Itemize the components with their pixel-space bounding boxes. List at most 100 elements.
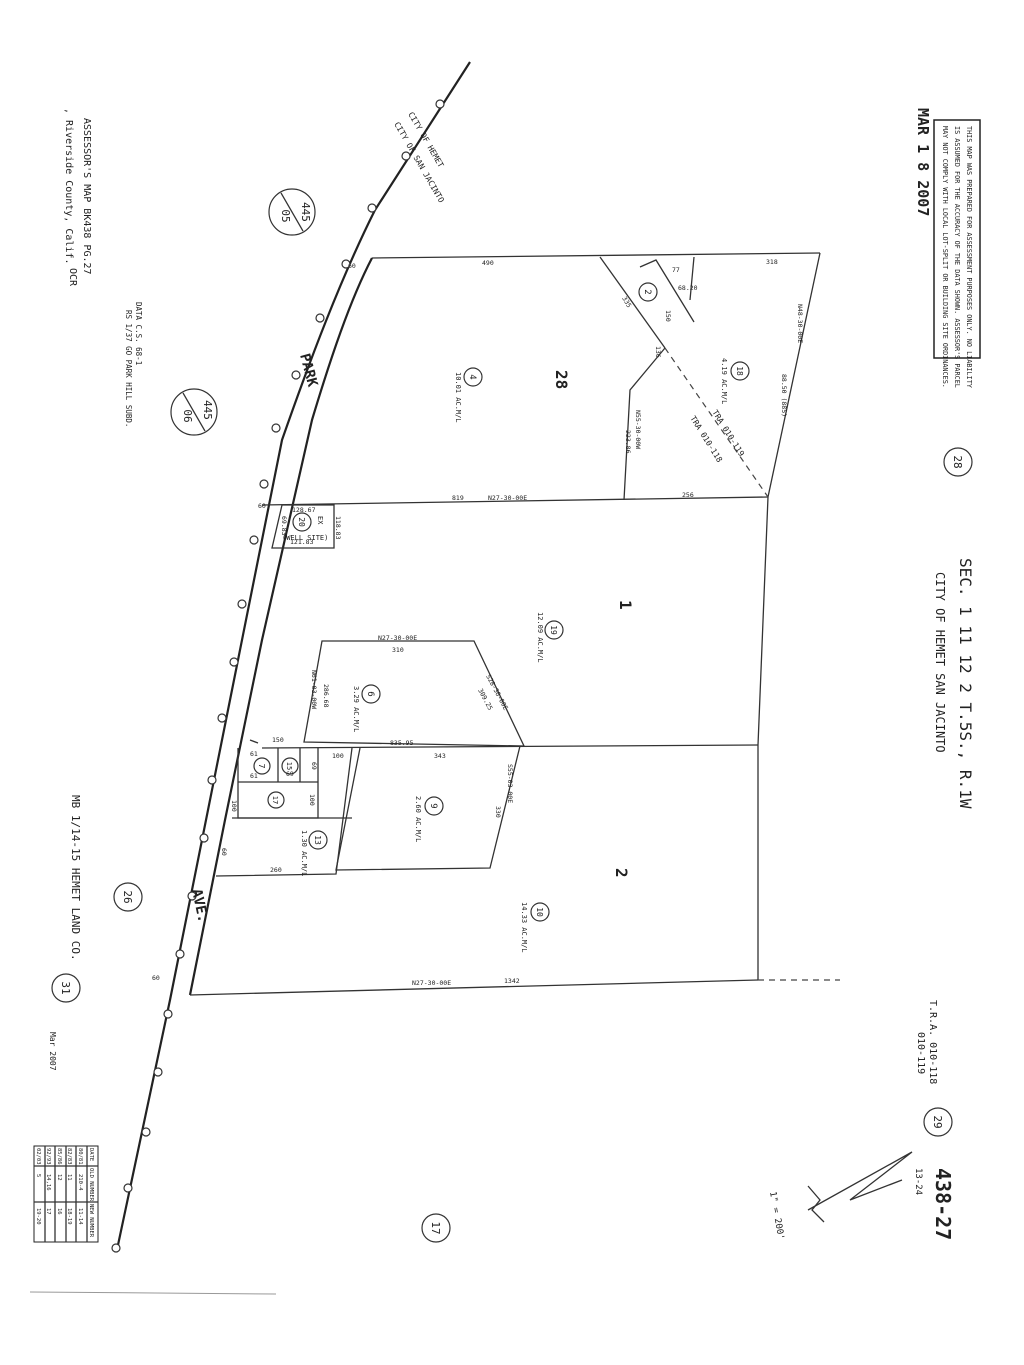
svg-text:9: 9 <box>428 803 438 808</box>
notice-line-2: IS ASSUMED FOR THE ACCURACY OF THE DATA … <box>953 126 961 388</box>
adjacent-circle-28: 28 <box>943 447 973 477</box>
north-arrow-icon <box>807 1151 913 1223</box>
svg-text:19: 19 <box>549 625 558 635</box>
svg-text:150: 150 <box>664 310 672 322</box>
adjacent-map-445-05: 445 05 <box>268 188 316 236</box>
table-cell: 14,16 <box>45 1174 51 1191</box>
scale-note: 1" = 200' <box>767 1191 785 1241</box>
table-cell: 5 <box>35 1174 41 1177</box>
svg-text:835.95: 835.95 <box>390 739 414 747</box>
svg-text:88.50 (885): 88.50 (885) <box>780 374 788 417</box>
city-heading: CITY OF HEMET SAN JACINTO <box>933 572 947 753</box>
park-ave-east-line <box>188 257 373 996</box>
parcel-10: 10 14.33 AC.M/L <box>520 902 550 953</box>
map-date: Mar 2007 <box>48 1032 57 1071</box>
svg-text:17: 17 <box>271 796 279 804</box>
table-header: NEW NUMBER <box>88 1204 94 1238</box>
svg-text:N27-30-00E: N27-30-00E <box>488 494 527 502</box>
parcel-20: 20 EX <box>292 512 324 532</box>
table-cell: 11-14 <box>77 1208 83 1225</box>
svg-text:256: 256 <box>682 491 694 499</box>
parcel-area: 3.29 AC.M/L <box>352 686 360 732</box>
parcel-2: 2 <box>638 282 658 302</box>
parcel-area: 4.19 AC.M/L <box>720 358 728 404</box>
road-label-ave: AVE. <box>188 888 211 924</box>
lot-number-1: 1 <box>616 600 635 610</box>
svg-text:100: 100 <box>332 752 344 760</box>
svg-text:150: 150 <box>272 736 284 744</box>
lot-number-2: 2 <box>612 868 631 878</box>
assessor-initials: OCR <box>67 268 78 287</box>
disclaimer-notice: THIS MAP WAS PREPARED FOR ASSESSMENT PUR… <box>933 119 981 388</box>
assessor-map-ref: ASSESSOR'S MAP BK438 PG.27 <box>81 118 92 275</box>
svg-text:490: 490 <box>482 259 494 267</box>
parcel-area: 2.60 AC.M/L <box>414 796 422 842</box>
svg-text:6: 6 <box>365 691 375 696</box>
svg-text:1342: 1342 <box>504 977 520 985</box>
tra-note-2: 010-119 <box>915 1032 926 1074</box>
adjacent-map-top: 445 <box>299 202 312 222</box>
notice-line-1: THIS MAP WAS PREPARED FOR ASSESSMENT PUR… <box>965 126 973 388</box>
parcel-area: 12.09 AC.M/L <box>536 612 544 663</box>
svg-text:61: 61 <box>250 750 258 758</box>
parcel-18: 18 4.19 AC.M/L <box>720 358 750 404</box>
svg-text:69: 69 <box>286 770 294 778</box>
table-cell: 92/93 <box>45 1148 51 1165</box>
road-label-park: PARK <box>296 352 320 389</box>
table-cell: 17 <box>45 1208 51 1215</box>
svg-text:N27-30-00E: N27-30-00E <box>378 634 417 642</box>
table-cell: 85/86 <box>56 1148 62 1165</box>
svg-text:310: 310 <box>392 646 404 654</box>
park-ave-west-line <box>116 61 471 1246</box>
well-site-label: (WELL SITE) <box>282 534 328 542</box>
adjacent-map-bottom: 06 <box>181 409 194 422</box>
svg-text:28: 28 <box>951 455 964 468</box>
svg-text:136: 136 <box>654 346 662 358</box>
adjacent-map-445-06: 445 06 <box>170 388 218 436</box>
adjacent-map-top: 445 <box>201 400 214 420</box>
svg-text:17: 17 <box>429 1221 442 1234</box>
table-header: DATE <box>88 1148 94 1161</box>
parcel-boundaries <box>189 252 840 996</box>
svg-text:29: 29 <box>931 1115 944 1128</box>
svg-text:20: 20 <box>297 517 306 527</box>
parcel-7: 7 <box>253 757 271 775</box>
svg-text:7: 7 <box>257 764 266 769</box>
adjacent-map-bottom: 05 <box>279 209 292 222</box>
svg-text:286.68: 286.68 <box>322 684 330 708</box>
scan-edge-line <box>29 1291 277 1295</box>
parcel-15: 15 <box>281 757 299 775</box>
svg-text:330: 330 <box>494 806 502 818</box>
table-cell: 18-19 <box>66 1208 72 1225</box>
page-subnumber: 13-24 <box>913 1168 923 1195</box>
parcel-4: 4 10.01 AC.M/L <box>454 367 483 423</box>
table-cell: 12 <box>56 1174 62 1181</box>
page-number: 438-27 <box>931 1168 955 1240</box>
svg-text:S55-03-00E: S55-03-00E <box>506 764 514 803</box>
table-cell: 11 <box>66 1174 72 1181</box>
svg-text:60: 60 <box>152 974 160 982</box>
table-cell: 82/83 <box>66 1148 72 1165</box>
svg-text:819: 819 <box>452 494 464 502</box>
svg-text:128.67: 128.67 <box>292 506 316 514</box>
parcel-17: 17 <box>267 791 285 809</box>
svg-text:26: 26 <box>121 890 134 903</box>
data-note-1: DATA C.S. 68-1 <box>134 302 143 365</box>
parcel-area: 14.33 AC.M/L <box>520 902 528 953</box>
table-header: OLD NUMBER <box>88 1168 94 1202</box>
svg-text:223.86: 223.86 <box>624 430 632 454</box>
parcel-change-table: DATE OLD NUMBER NEW NUMBER 80/81 210-4 1… <box>33 1145 99 1243</box>
parcel-6: 6 3.29 AC.M/L <box>352 684 381 732</box>
adjacent-circle-31: 31 <box>51 973 81 1003</box>
notice-line-3: MAY NOT COMPLY WITH LOCAL LOT-SPLIT OR B… <box>941 126 949 388</box>
adjacent-circle-29: 29 <box>923 1107 953 1137</box>
svg-text:60: 60 <box>348 262 356 270</box>
table-cell: 16 <box>56 1208 62 1215</box>
table-cell: 210-4 <box>77 1174 83 1191</box>
svg-text:N55-30-00W: N55-30-00W <box>634 410 642 449</box>
svg-text:343: 343 <box>434 752 446 760</box>
svg-text:100: 100 <box>308 794 316 806</box>
svg-text:335: 335 <box>620 295 633 309</box>
svg-text:31: 31 <box>59 981 72 994</box>
